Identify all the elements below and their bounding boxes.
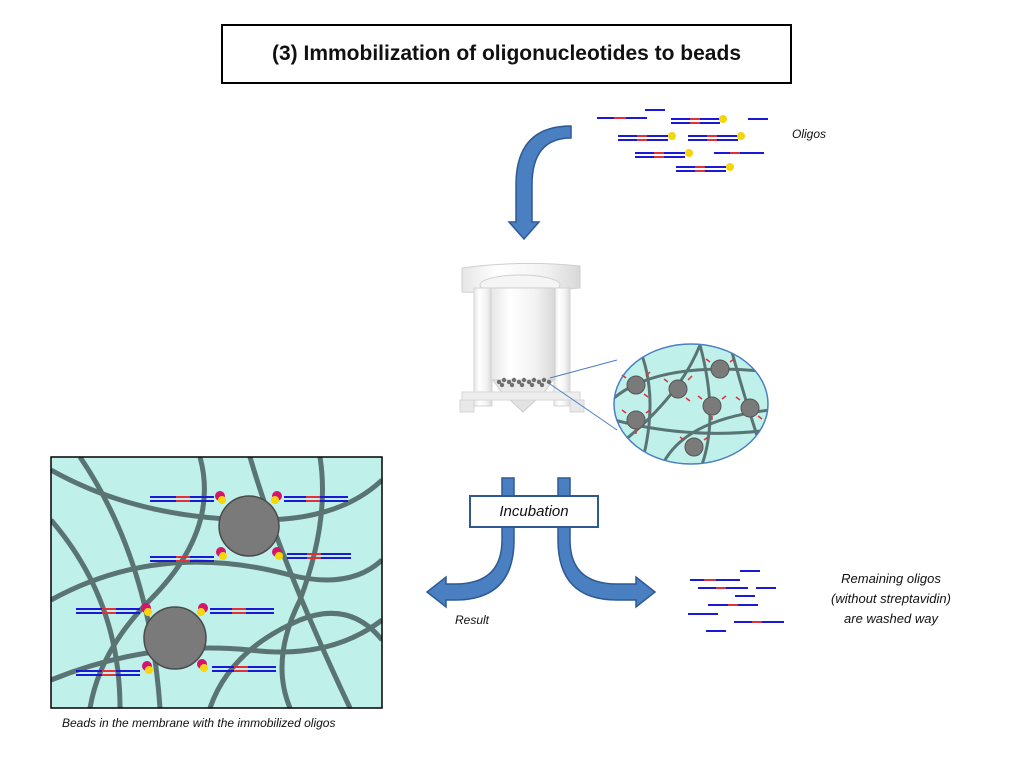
result-label: Result [455, 613, 490, 627]
remaining-line-1: Remaining oligos [841, 571, 941, 586]
immobilized-oligo [76, 661, 153, 676]
bead-icon [143, 606, 207, 670]
page-title: (3) Immobilization of oligonucleotides t… [271, 42, 741, 65]
membrane-detail [50, 456, 383, 709]
immobilized-oligo [150, 547, 227, 562]
immobilized-oligo [197, 603, 274, 616]
oligos-label: Oligos [792, 127, 827, 141]
oligo-icon [635, 149, 693, 158]
remaining-line-2: (without streptavidin) [831, 591, 951, 606]
immobilized-oligo [150, 491, 226, 504]
incubation-label: Incubation [499, 503, 569, 520]
bead-icon [626, 359, 760, 457]
oligos-cluster-top [597, 109, 768, 172]
oligo-icon [676, 163, 734, 172]
spin-column-icon [459, 262, 585, 413]
remaining-oligos-label: Remaining oligos (without streptavidin) … [806, 569, 976, 629]
zoom-lens-icon [613, 343, 769, 465]
incubation-box: Incubation [469, 495, 599, 528]
immobilized-oligo [272, 547, 351, 560]
immobilized-oligo [76, 603, 152, 616]
beads-caption: Beads in the membrane with the immobiliz… [62, 716, 336, 730]
oligo-icon [671, 115, 727, 124]
split-arrow-icon [425, 477, 657, 609]
title-box: (3) Immobilization of oligonucleotides t… [221, 24, 792, 84]
curved-arrow-icon [507, 125, 572, 241]
immobilized-oligo [197, 659, 276, 672]
oligo-icon [688, 132, 745, 141]
remaining-oligos-cluster [688, 570, 784, 632]
oligo-icon [618, 132, 676, 141]
immobilized-oligo [271, 491, 348, 504]
bead-icon [218, 495, 280, 557]
remaining-line-3: are washed way [844, 611, 938, 626]
membrane-beads-icon [496, 377, 552, 388]
